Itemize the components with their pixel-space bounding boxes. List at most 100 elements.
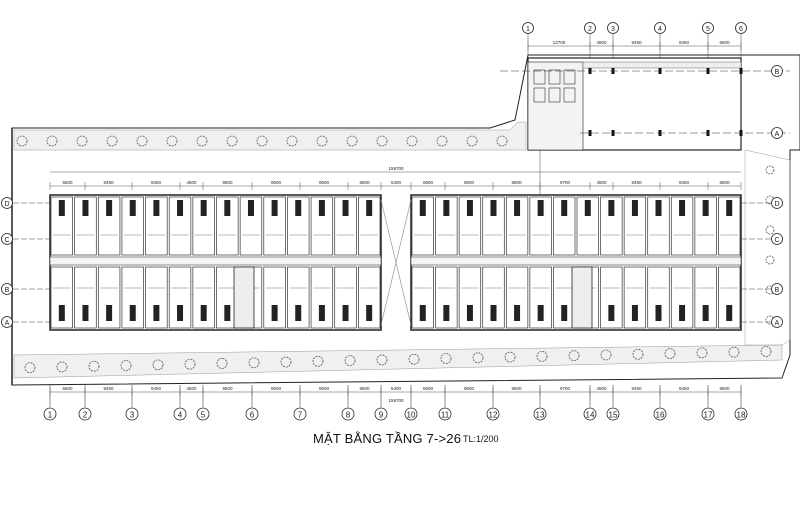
row-bubble [1,283,13,295]
annex-room [533,87,546,103]
tree-band-top [13,121,527,151]
axis-bubble [43,407,57,421]
dimension-label: 12700 [553,40,566,45]
bathroom [537,200,544,216]
dimension-label: 4500 [596,40,607,45]
apartment-unit [74,266,97,329]
apartment-unit [50,196,73,256]
bathroom [608,200,615,216]
apartment-unit [97,266,121,329]
apartment-unit [287,266,310,329]
tree-icon [664,348,676,359]
row-bubble [1,233,13,245]
apartment-unit [121,196,144,256]
dimension-label: 9500 [464,180,475,185]
tree-icon [280,356,292,368]
tree-icon [466,135,478,147]
apartment-unit [505,266,529,329]
apartment-unit [334,196,357,256]
axis-label-12: 12 [489,411,498,420]
bathroom [318,305,325,321]
axis-label-13: 13 [536,411,545,420]
bathroom [726,200,733,216]
row-bubble [771,127,783,139]
bathroom [702,200,709,216]
apartment-unit [239,196,263,256]
axis-label-17: 17 [704,411,713,420]
dimension-label: 5400 [391,180,402,185]
axis-bubble [374,407,388,421]
axis-label-4: 4 [178,411,183,420]
apartment-unit [435,196,458,256]
tree-icon [46,135,58,147]
row-bubble [771,65,783,77]
tree-icon [346,135,358,147]
apartment-unit [310,266,334,329]
apartment-unit [458,266,482,329]
dimension-label: 6600 [62,386,73,391]
bathroom [58,200,65,216]
bathroom [342,305,349,321]
apartment-unit [505,196,529,256]
row-label-D: D [4,201,9,208]
dimension-label: 6600 [719,180,730,185]
axis-label-18: 18 [737,411,746,420]
tree-icon [216,358,228,369]
bathroom [466,305,473,321]
apartment-unit [121,266,144,329]
annex-axis-2: 2 [588,26,592,33]
apartment-unit [482,196,505,256]
bathroom [514,305,521,321]
apartment-unit [458,196,482,256]
apartment-unit [529,196,552,256]
bathroom [608,305,615,321]
dimension-label: 9450 [631,386,642,391]
landscape-trees [13,121,791,379]
annex-room [548,87,561,103]
bathroom [419,200,426,216]
bathroom [366,200,373,216]
apartment-unit [529,266,552,329]
dimension-label: 9450 [679,180,690,185]
bathroom [514,200,521,216]
dimension-label: 9450 [631,180,642,185]
stair-core [571,266,593,329]
bathroom [106,200,113,216]
annex-axis-5: 5 [706,26,710,33]
dimension-label: 9500 [222,386,233,391]
dimension-label: 6600 [719,386,730,391]
axis-label-1: 1 [48,411,53,420]
apartment-unit [145,266,168,329]
axis-bubble [607,22,619,34]
apartment-unit [647,266,670,329]
axis-label-9: 9 [379,411,384,420]
apartment-unit [482,266,505,329]
axis-label-2: 2 [83,411,88,420]
axis-bubble [522,22,534,34]
axis-bubble [173,407,187,421]
axis-bubble [654,22,666,34]
drawing-scale: TL:1/200 [463,434,499,444]
bathroom [200,305,207,321]
bathroom [631,305,638,321]
apartment-unit [623,266,647,329]
annex-room [548,69,561,85]
bathroom [271,200,278,216]
axis-bubble [341,407,355,421]
apartment-unit [168,266,192,329]
apartment-unit [411,196,434,256]
annex-axis-1: 1 [526,26,530,33]
axis-bubble [701,407,715,421]
annex-room [533,69,546,85]
tree-icon [106,135,118,147]
tree-icon [406,135,418,147]
bathroom [129,200,136,216]
tree-icon [504,351,516,363]
apartment-unit [310,196,334,256]
apartment-unit [216,196,239,256]
axis-bubble [245,407,259,421]
dimension-label: 9450 [679,40,690,45]
bathroom [702,305,709,321]
dimension-label: 6600 [719,40,730,45]
